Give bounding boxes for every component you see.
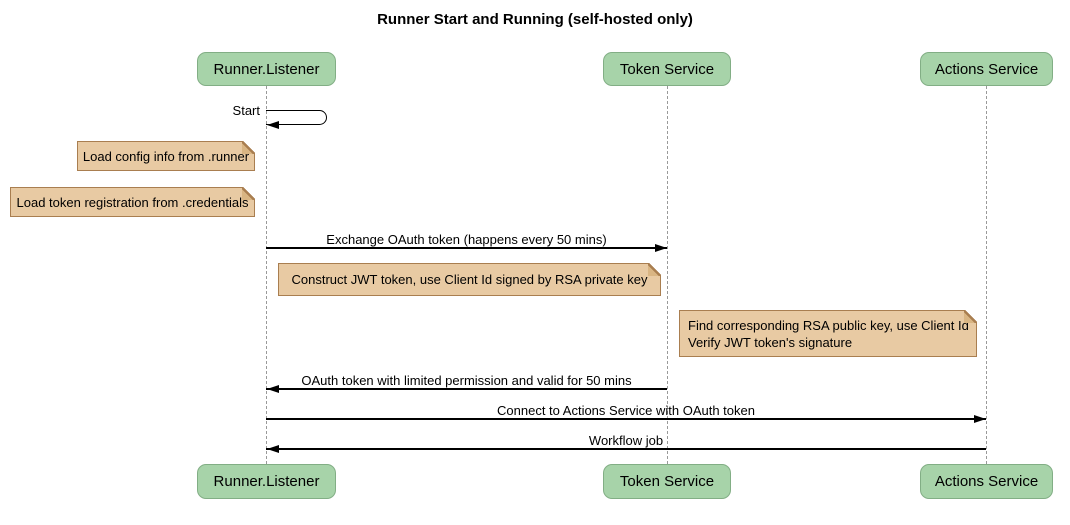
note-construct-jwt: Construct JWT token, use Client Id signe… [278,263,661,296]
note-text: Load config info from .runner [82,148,250,164]
lifeline-runner-listener [266,86,267,464]
message-label-connect-actions: Connect to Actions Service with OAuth to… [497,403,755,418]
note-text: Construct JWT token, use Client Id signe… [291,272,648,287]
participant-runner-listener-bottom: Runner.Listener [197,464,336,499]
lifeline-actions-service [986,86,987,464]
note-load-token-registration: Load token registration from .credential… [10,187,255,217]
message-line [266,448,986,450]
message-label-exchange-oauth: Exchange OAuth token (happens every 50 m… [326,232,607,247]
participant-label: Actions Service [934,60,1039,78]
arrowhead-right-icon [974,414,986,423]
message-label-oauth-token: OAuth token with limited permission and … [301,373,632,388]
participant-actions-service-top: Actions Service [920,52,1053,86]
self-message-arrow [266,110,327,125]
participant-actions-service-bottom: Actions Service [920,464,1053,499]
participant-label: Runner.Listener [213,60,320,78]
arrowhead-left-icon [267,444,279,453]
note-text-line1: Find corresponding RSA public key, use C… [688,317,969,333]
lifeline-token-service [667,86,668,464]
message-line [266,418,986,420]
participant-token-service-bottom: Token Service [603,464,731,499]
message-line [266,247,667,249]
note-verify-jwt: Find corresponding RSA public key, use C… [679,310,977,357]
participant-label: Actions Service [934,473,1039,490]
arrowhead-left-icon [267,384,279,393]
note-load-config: Load config info from .runner [77,141,255,171]
message-label-workflow-job: Workflow job [588,433,664,448]
note-text-line2: Verify JWT token's signature [688,334,853,350]
diagram-title: Runner Start and Running (self-hosted on… [377,11,693,28]
participant-label: Token Service [619,60,715,78]
message-line [266,388,667,390]
participant-token-service-top: Token Service [603,52,731,86]
message-label-start: Start [232,103,260,118]
participant-runner-listener-top: Runner.Listener [197,52,336,86]
participant-label: Token Service [619,473,715,490]
note-text: Load token registration from .credential… [16,194,249,210]
arrowhead-left-icon [267,120,279,129]
participant-label: Runner.Listener [213,473,320,490]
arrowhead-right-icon [655,243,667,252]
